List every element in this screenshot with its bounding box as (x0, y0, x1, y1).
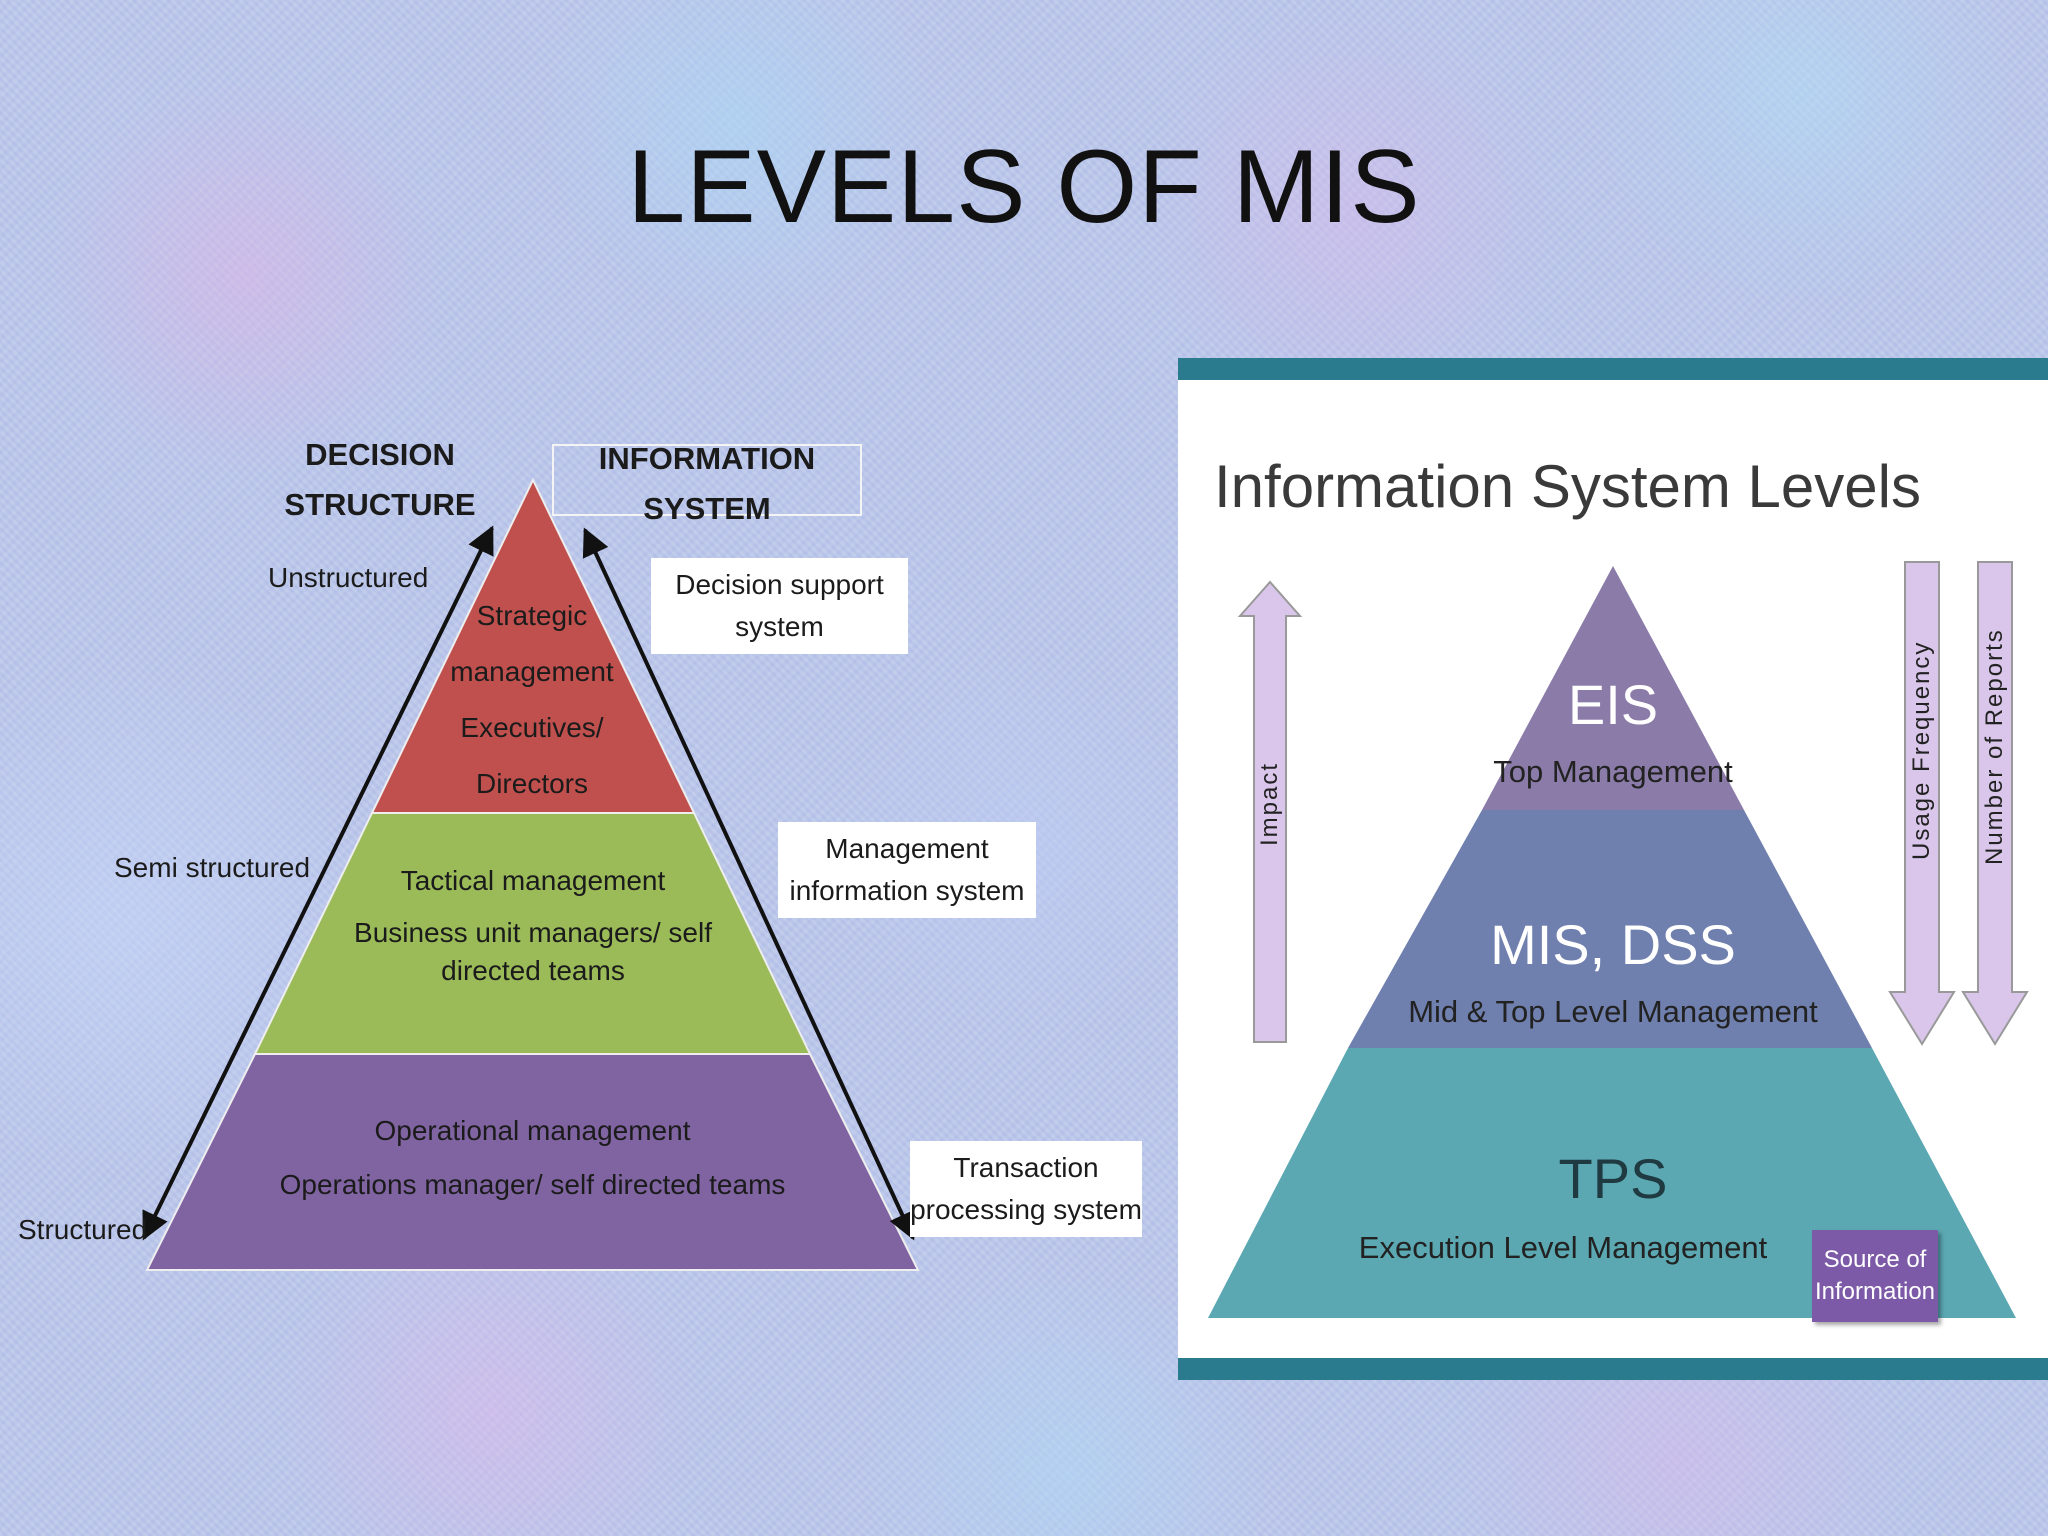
tier-line: Business unit managers/ self (354, 916, 712, 948)
source-line: Information (1814, 1278, 1936, 1305)
eis-tier (1482, 566, 1744, 810)
tier-line: Operations manager/ self directed teams (279, 1168, 786, 1200)
information-system-arrow (582, 527, 916, 1241)
tier-line: Operational management (374, 1115, 691, 1146)
unstructured-label: Unstructured (268, 562, 429, 593)
decision-structure-arrow (142, 525, 494, 1241)
information-system-header: INFORMATION SYSTEM (567, 434, 847, 534)
system-line: information system (789, 875, 1025, 906)
system-line: processing system (910, 1194, 1142, 1225)
pyramid-graphic (142, 477, 920, 1271)
header-line: STRUCTURE (284, 487, 476, 522)
source-of-information-box: Source of Information (1812, 1230, 1938, 1322)
semi-structured-label: Semi structured (114, 852, 311, 883)
header-line: SYSTEM (643, 491, 771, 526)
mis-dss-tier (1348, 810, 1872, 1048)
tier-line: Executives/ (460, 712, 604, 743)
structured-label: Structured (18, 1214, 148, 1245)
system-line: system (735, 611, 824, 642)
decision-structure-pyramid: DECISION STRUCTURE INFORMATION SYSTEM Un… (0, 420, 1160, 1300)
mis-dss-label: MIS, DSS (1490, 913, 1736, 976)
tactical-tier-text: Tactical management Business unit manage… (300, 862, 766, 989)
impact-arrow (1237, 580, 1303, 1043)
tier-line: management (450, 656, 614, 687)
usage-frequency-label: Usage Frequency (1908, 640, 1935, 860)
header-line: DECISION (305, 437, 455, 472)
information-system-header-box (552, 444, 862, 516)
panel-title: Information System Levels (1214, 453, 1921, 520)
system-line: Decision support (675, 569, 884, 600)
usage-frequency-arrow (1888, 561, 1956, 1046)
slide-title: LEVELS OF MIS (627, 129, 1421, 245)
transaction-processing-system-box: Transaction processing system (910, 1141, 1142, 1237)
tier-line: Directors (475, 768, 588, 799)
management-information-system-box: Management information system (778, 822, 1036, 918)
strategic-tier-text: Strategic management Executives/ Directo… (412, 588, 652, 812)
number-of-reports-arrow (1961, 561, 2029, 1046)
source-line: Source of (1823, 1245, 1927, 1273)
system-line: Management (825, 833, 989, 864)
eis-subtitle: Top Management (1493, 754, 1733, 789)
mis-dss-subtitle: Mid & Top Level Management (1408, 994, 1818, 1029)
impact-label: Impact (1256, 761, 1283, 847)
tier-line: directed teams (441, 954, 625, 986)
decision-support-system-box: Decision support system (651, 558, 908, 654)
decision-structure-header: DECISION STRUCTURE (270, 430, 490, 530)
operational-tier-text: Operational management Operations manage… (240, 1112, 825, 1204)
information-system-levels-panel: Information System Levels EIS Top Manage… (1178, 358, 2048, 1380)
is-levels-graphic (1208, 561, 2029, 1318)
header-line: INFORMATION (598, 441, 816, 476)
system-line: Transaction (953, 1152, 1099, 1183)
tier-line: Tactical management (400, 865, 666, 896)
tps-subtitle: Execution Level Management (1358, 1230, 1768, 1265)
number-of-reports-label: Number of Reports (1981, 628, 2008, 865)
tier-line: Strategic (476, 600, 588, 631)
eis-label: EIS (1567, 673, 1659, 736)
tps-label: TPS (1558, 1147, 1668, 1210)
